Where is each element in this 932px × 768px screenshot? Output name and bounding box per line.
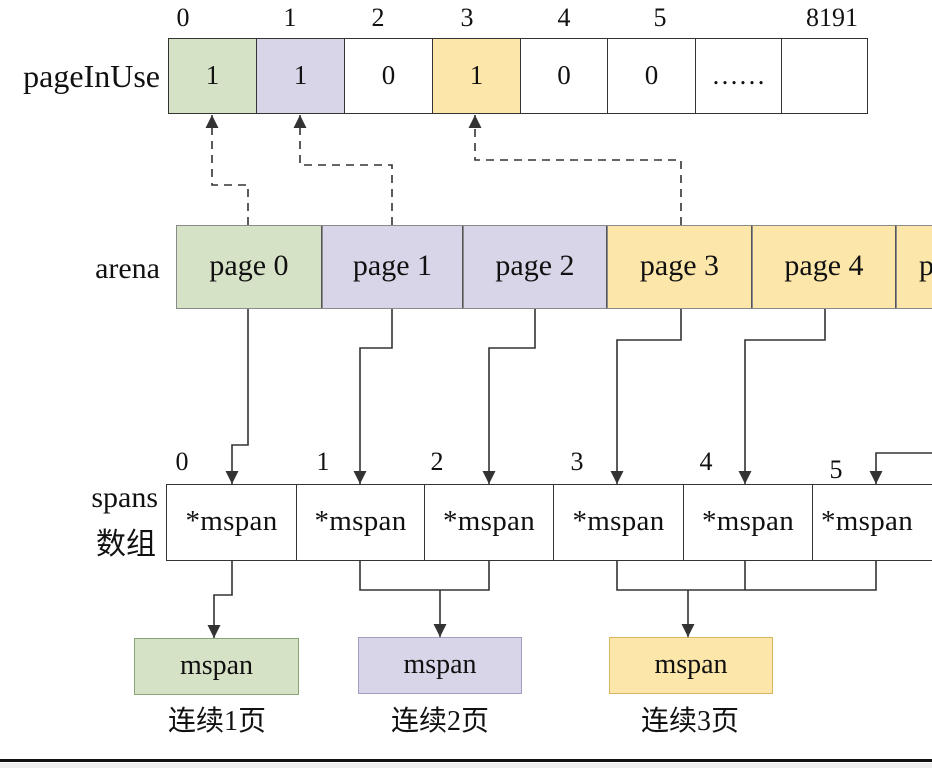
arrow-span0-to-mspan1 [207, 561, 233, 638]
arena-page-0: page 0 [176, 225, 323, 309]
pageinuse-cell-1: 1 [256, 38, 345, 114]
spans-index: 2 [430, 447, 444, 476]
arrow-page1-to-span1 [353, 309, 393, 484]
spans-cell-1: *mspan [296, 484, 425, 561]
pageinuse-index: 0 [176, 3, 190, 32]
mspan-box-1-page: mspan [134, 638, 299, 695]
pageinuse-cell-0: 1 [168, 38, 257, 114]
pageinuse-label: pageInUse [23, 58, 160, 94]
pageinuse-cell-3: 1 [432, 38, 521, 114]
bottom-rule [0, 759, 932, 762]
spans-index: 1 [316, 447, 330, 476]
arrow-page5-to-span5 [869, 452, 932, 484]
mspan-caption-3: 连续3页 [640, 706, 739, 737]
bracket-span1-span2 [359, 561, 490, 591]
spans-label-array: 数组 [96, 528, 156, 561]
arena-page-3: page 3 [607, 225, 753, 309]
spans-label: spans [91, 481, 158, 514]
pageinuse-cell-2: 0 [344, 38, 433, 114]
dashed-arrow-page1-to-bit1 [293, 115, 393, 225]
arena-page-2: page 2 [463, 225, 608, 309]
arena-page-5-partial: p [896, 225, 932, 309]
spans-cell-5-partial: *mspan [812, 484, 932, 561]
pageinuse-index: 3 [460, 3, 474, 32]
pageinuse-index: 4 [557, 3, 571, 32]
dashed-arrow-page0-to-bit0 [205, 115, 249, 225]
mspan-box-2-pages: mspan [358, 637, 522, 694]
spans-index: 3 [570, 447, 584, 476]
pageinuse-cell-4: 0 [520, 38, 608, 114]
dashed-arrow-page3-to-bit3 [468, 115, 682, 225]
pageinuse-index: 2 [371, 3, 385, 32]
arrow-page0-to-span0 [225, 309, 249, 484]
pageinuse-index-last: 8191 [806, 3, 858, 32]
mspan-caption-1: 连续1页 [167, 706, 266, 737]
pageinuse-cell-last [781, 38, 868, 114]
arrow-page3-to-span3 [610, 309, 682, 484]
pageinuse-cell-5: 0 [607, 38, 696, 114]
arena-page-1: page 1 [322, 225, 464, 309]
spans-index: 4 [699, 447, 713, 476]
bracket-span3-span5 [616, 561, 877, 591]
pageinuse-index: 1 [283, 3, 297, 32]
spans-cell-3: *mspan [553, 484, 684, 561]
bottom-strip [0, 763, 932, 768]
spans-index: 5 [829, 455, 843, 484]
mspan-box-3-pages: mspan [609, 637, 773, 694]
arrow-page2-to-span2 [482, 309, 536, 484]
mspan-caption-2: 连续2页 [390, 706, 489, 737]
spans-index: 0 [175, 447, 189, 476]
pageinuse-index: 5 [653, 3, 667, 32]
arena-label: arena [95, 252, 160, 285]
arena-page-4: page 4 [752, 225, 897, 309]
spans-cell-2: *mspan [424, 484, 554, 561]
spans-cell-0: *mspan [166, 484, 297, 561]
pageinuse-cell-ellipsis: …… [695, 38, 782, 114]
spans-cell-4: *mspan [683, 484, 813, 561]
